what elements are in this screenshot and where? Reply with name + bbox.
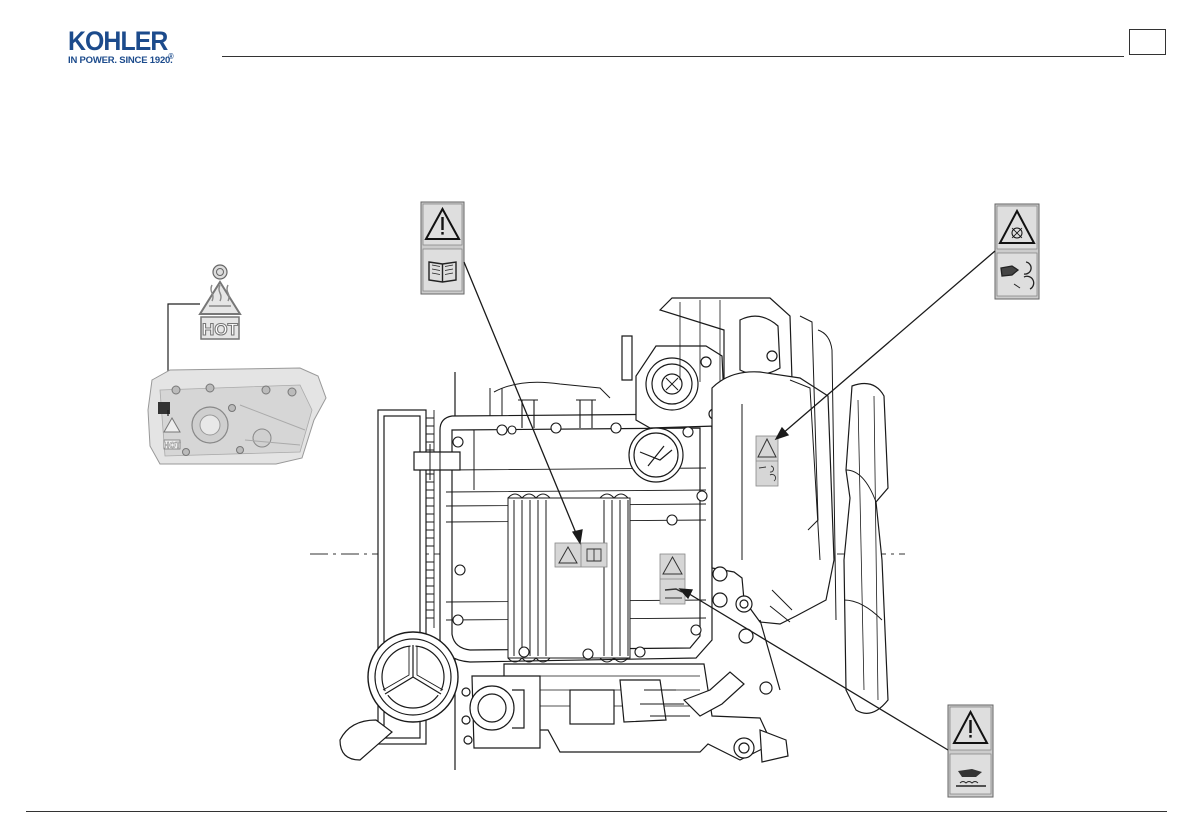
decal-manual-on-engine — [555, 543, 607, 567]
decal-caustic-on-engine — [660, 554, 685, 604]
fan-warning-label — [995, 204, 1039, 299]
hot-label-small-text: HOT — [164, 441, 181, 450]
manual-warning-label — [421, 202, 464, 294]
engine-drawing — [310, 298, 905, 770]
hot-label-text: HOT — [202, 320, 239, 339]
caustic-warning-label — [948, 705, 993, 797]
housing-inset-view: HOT — [148, 368, 326, 464]
decal-fan-on-engine — [756, 436, 778, 486]
